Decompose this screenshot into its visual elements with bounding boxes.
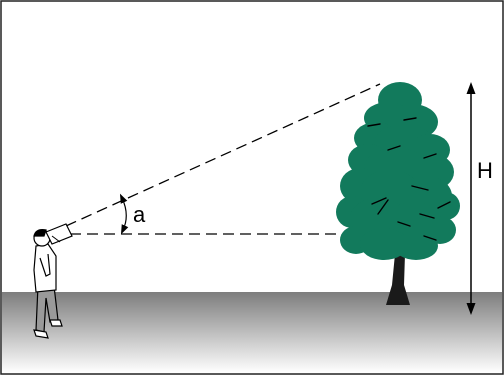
angle-label: a (133, 202, 146, 227)
clinometer-device (45, 223, 73, 245)
tree-trunk (386, 254, 410, 305)
sight-line-to-treetop (65, 83, 381, 227)
tree (336, 82, 460, 305)
height-label: H (477, 158, 493, 183)
observer-arm (39, 253, 51, 277)
tree-branch-marks (367, 117, 451, 241)
observer-hair (33, 229, 47, 237)
tree-foliage (336, 82, 460, 260)
observer-person (33, 223, 73, 339)
observer-shoes (33, 319, 63, 339)
angle-arc (119, 193, 129, 235)
ground (2, 292, 502, 373)
